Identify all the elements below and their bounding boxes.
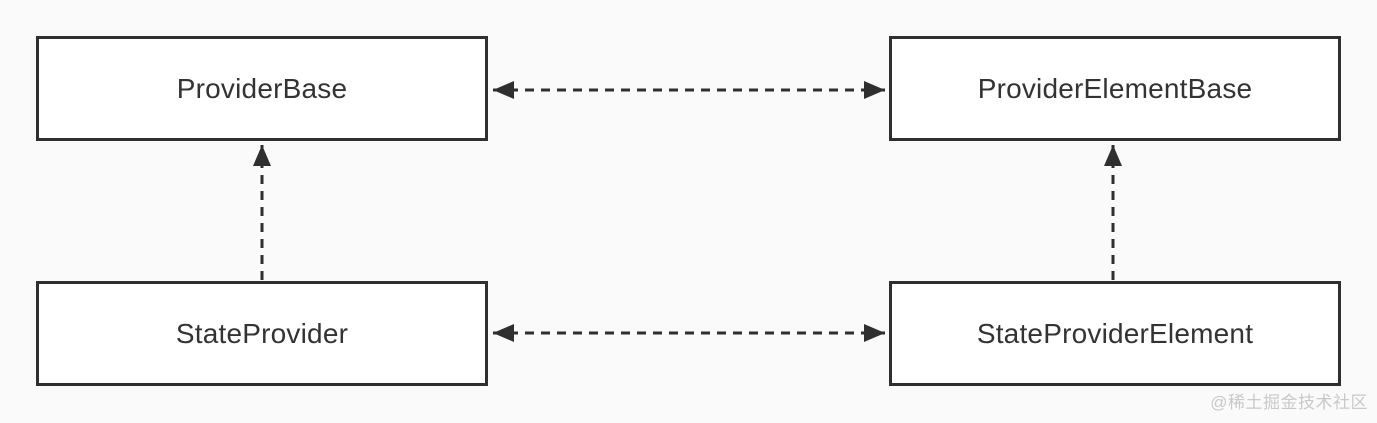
- node-state-provider-element: StateProviderElement: [889, 281, 1341, 386]
- node-state-provider: StateProvider: [36, 281, 488, 386]
- node-label-provider-element-base: ProviderElementBase: [977, 72, 1253, 104]
- watermark: @稀土掘金技术社区: [1210, 393, 1368, 412]
- node-label-provider-base: ProviderBase: [176, 72, 348, 104]
- node-provider-base: ProviderBase: [36, 36, 488, 141]
- node-label-state-provider: StateProvider: [175, 317, 349, 349]
- node-label-state-provider-element: StateProviderElement: [976, 317, 1254, 349]
- node-provider-element-base: ProviderElementBase: [889, 36, 1341, 141]
